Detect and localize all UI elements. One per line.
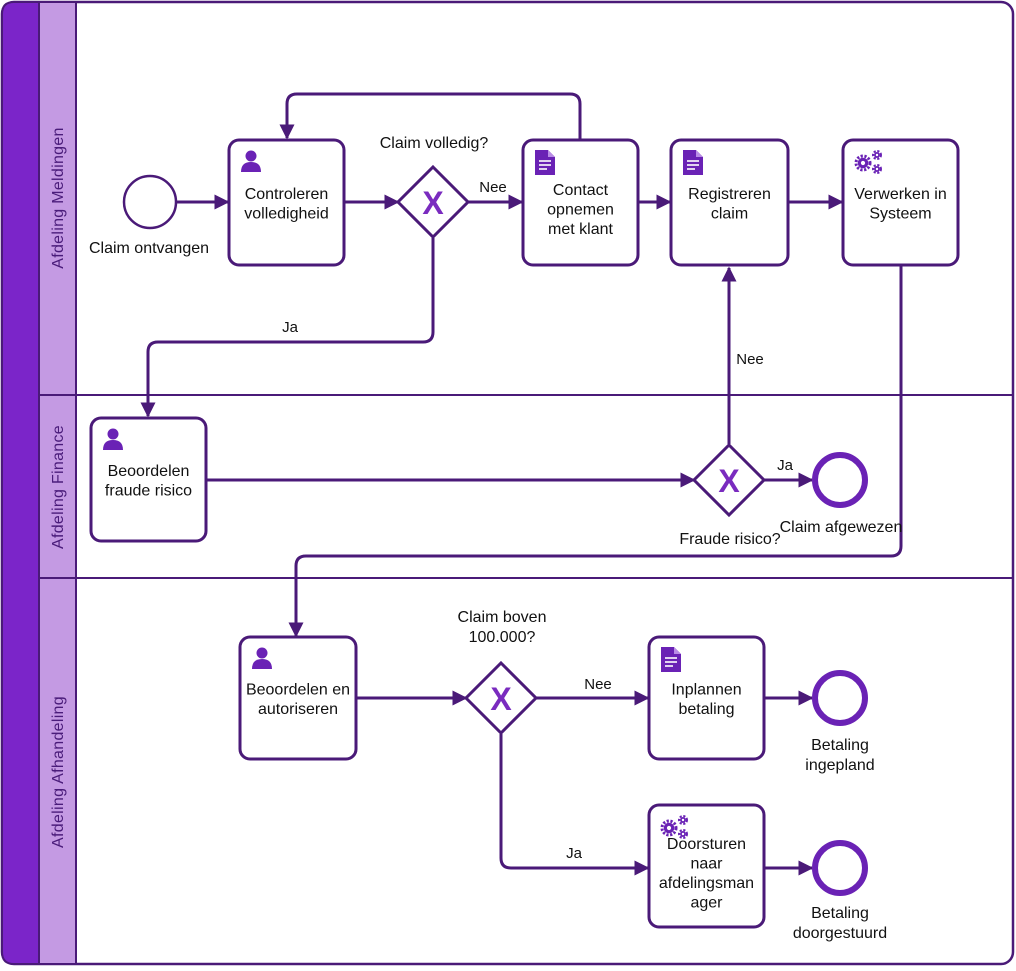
- flow-label-boven-nee: Nee: [584, 676, 612, 693]
- gateway-fraude-risico[interactable]: X Fraude risico?: [679, 442, 781, 548]
- flow-verwerken-to-autoriseren[interactable]: [288, 266, 903, 638]
- gateway-diamond: [691, 442, 767, 518]
- task-label-line: opnemen: [547, 202, 614, 219]
- lane-finance: Afdeling Finance: [38, 394, 77, 579]
- task-label-line: afdelingsman: [659, 875, 754, 892]
- task-label-line: Doorsturen: [667, 836, 746, 853]
- document-icon: [683, 150, 703, 175]
- task-contact[interactable]: Contact opnemen met klant: [521, 138, 640, 267]
- task-label-line: autoriseren: [258, 701, 338, 718]
- task-verwerken[interactable]: Verwerken in Systeem: [841, 138, 960, 267]
- gateway-diamond: [395, 164, 471, 240]
- end-event-label-line-1: Betaling: [811, 905, 869, 922]
- gears-icon: [854, 150, 882, 174]
- flow-label-boven-ja: Ja: [566, 845, 583, 862]
- flow-label-volledig-ja: Ja: [282, 319, 299, 336]
- gateway-label: Fraude risico?: [679, 531, 780, 548]
- document-icon: [535, 150, 555, 175]
- document-icon: [661, 647, 681, 672]
- task-label-line: Verwerken in: [854, 186, 947, 203]
- flow-contact-to-controleren[interactable]: [279, 92, 582, 140]
- task-doorsturen[interactable]: Doorsturen naar afdelingsman ager: [647, 803, 766, 929]
- flow-label-fraude-ja: Ja: [777, 457, 794, 474]
- end-event-label-line-2: doorgestuurd: [793, 925, 887, 942]
- lane-afhandeling: Afdeling Afhandeling: [38, 577, 77, 965]
- gateway-diamond: [463, 660, 539, 736]
- lane-label-afhandeling: Afdeling Afhandeling: [50, 696, 67, 848]
- flow-gw-volledig-to-fraude[interactable]: [140, 238, 435, 418]
- start-event-label: Claim ontvangen: [89, 240, 209, 257]
- end-event-circle: [812, 670, 868, 726]
- task-autoriseren[interactable]: Beoordelen en autoriseren: [238, 635, 358, 761]
- task-box: [841, 138, 960, 267]
- pool-band: [1, 1, 40, 965]
- task-label-line: fraude risico: [105, 482, 192, 499]
- end-event-circle: [812, 840, 868, 896]
- task-inplannen[interactable]: Inplannen betaling: [647, 635, 766, 761]
- gateway-label-line-1: Claim boven: [458, 609, 547, 626]
- gateway-x-marker: X: [422, 185, 444, 221]
- task-box: [647, 803, 766, 929]
- end-event-claim-afgewezen[interactable]: Claim afgewezen: [780, 452, 903, 536]
- task-label-line: claim: [711, 205, 748, 222]
- gateway-label: Claim volledig?: [380, 135, 489, 152]
- end-event-label: Claim afgewezen: [780, 519, 903, 536]
- task-label-line: naar: [690, 855, 723, 872]
- end-event-betaling-ingepland[interactable]: Betaling ingepland: [805, 670, 875, 774]
- gateway-x-marker: X: [718, 463, 740, 499]
- flow-labels: Nee Ja Ja Nee Nee Ja: [282, 179, 794, 862]
- lane-label-meldingen: Afdeling Meldingen: [50, 127, 67, 269]
- start-event-circle: [122, 174, 178, 230]
- task-label-line: betaling: [678, 701, 734, 718]
- end-event-label-line-1: Betaling: [811, 737, 869, 754]
- task-label-line: volledigheid: [244, 205, 329, 222]
- start-event-claim-ontvangen[interactable]: Claim ontvangen: [89, 174, 209, 257]
- task-label-line: Contact: [553, 182, 609, 199]
- task-controleren[interactable]: Controleren volledigheid: [227, 138, 346, 267]
- task-label-line: met klant: [548, 221, 613, 238]
- task-label-line: Inplannen: [671, 681, 741, 698]
- gateway-claim-boven[interactable]: X Claim boven 100.000?: [458, 609, 547, 736]
- task-label-line: Systeem: [869, 205, 931, 222]
- lane-meldingen: Afdeling Meldingen: [38, 1, 77, 396]
- end-event-circle: [812, 452, 868, 508]
- gateway-x-marker: X: [490, 681, 512, 717]
- lane-label-finance: Afdeling Finance: [50, 425, 67, 549]
- task-fraude[interactable]: Beoordelen fraude risico: [89, 416, 208, 543]
- task-label-line: Beoordelen en: [246, 681, 350, 698]
- task-label-line: Controleren: [245, 186, 329, 203]
- flow-label-volledig-nee: Nee: [479, 179, 507, 196]
- task-label-line: Beoordelen: [108, 463, 190, 480]
- lane-band-afhandeling: [38, 577, 77, 965]
- end-event-betaling-doorgestuurd[interactable]: Betaling doorgestuurd: [793, 840, 887, 942]
- lane-band-finance: [38, 394, 77, 579]
- task-label-line: Registreren: [688, 186, 771, 203]
- end-event-label-line-2: ingepland: [805, 757, 874, 774]
- task-registreren[interactable]: Registreren claim: [669, 138, 790, 267]
- flow-gw-boven-to-doorsturen[interactable]: [499, 734, 650, 876]
- task-label-line: ager: [690, 894, 723, 911]
- user-icon: [103, 428, 123, 450]
- user-icon: [241, 150, 261, 172]
- gateway-claim-volledig[interactable]: X Claim volledig?: [380, 135, 489, 240]
- gateway-label-line-2: 100.000?: [469, 629, 536, 646]
- user-icon: [252, 647, 272, 669]
- flow-label-fraude-nee: Nee: [736, 351, 764, 368]
- gears-icon: [660, 815, 688, 839]
